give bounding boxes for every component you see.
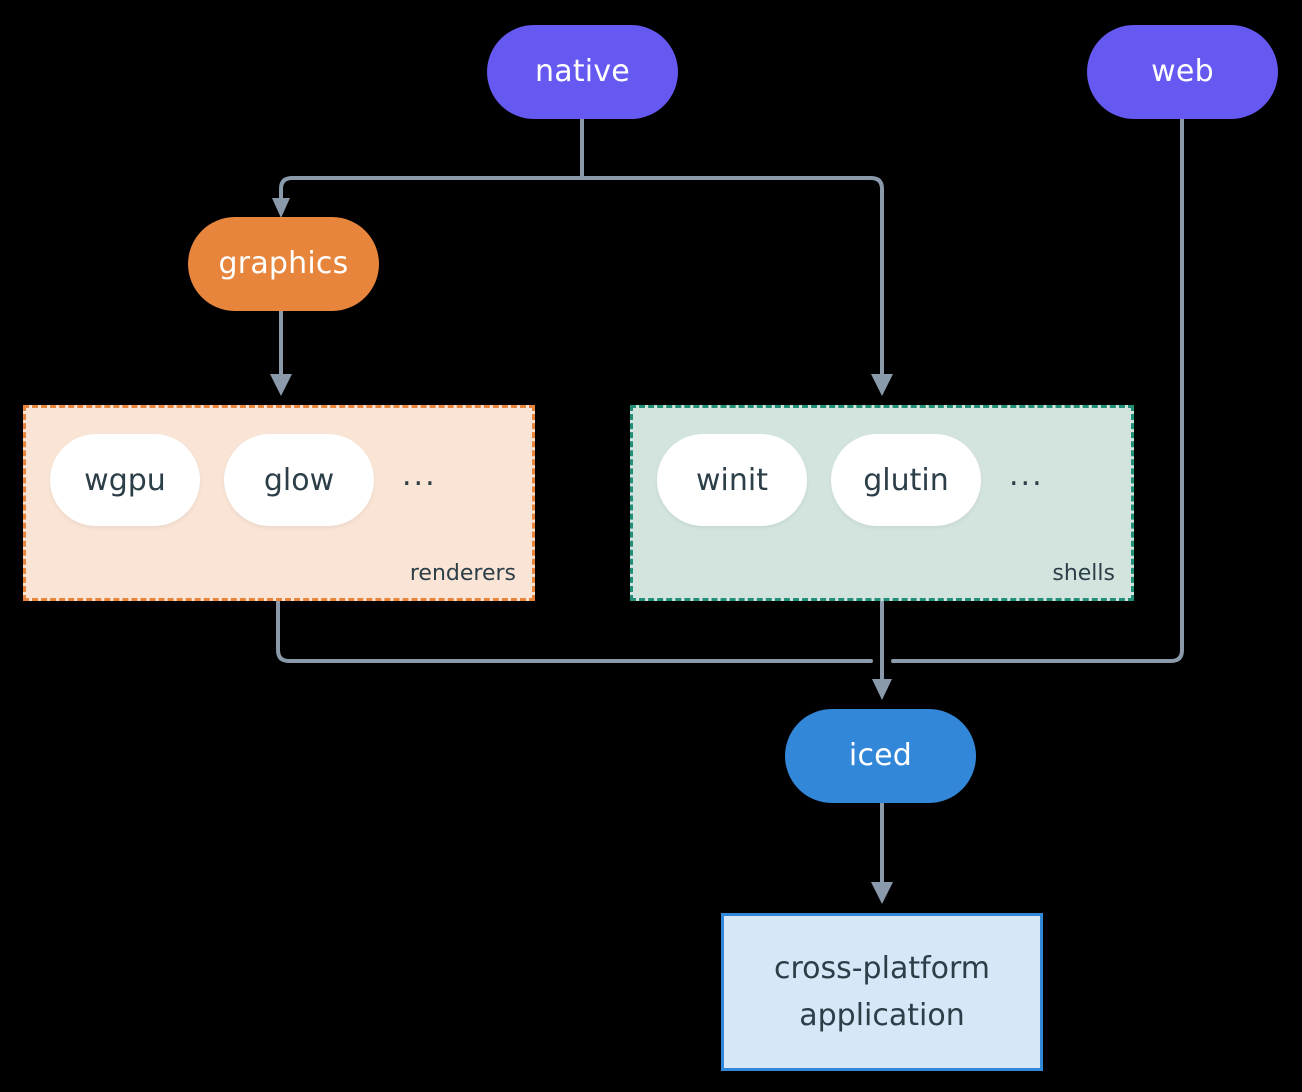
node-web[interactable]: web [1087, 25, 1278, 119]
group-shells-label: shells [1052, 561, 1115, 586]
edge-native-to-shells [580, 176, 884, 381]
arrowhead-iced [872, 679, 892, 700]
shells-ellipsis: ... [1009, 457, 1044, 493]
chip-wgpu-label: wgpu [84, 462, 166, 498]
node-graphics[interactable]: graphics [188, 217, 379, 311]
renderers-ellipsis: ... [402, 457, 437, 493]
node-graphics-label: graphics [218, 246, 349, 282]
chip-glutin[interactable]: glutin [831, 434, 981, 526]
node-native[interactable]: native [487, 25, 678, 119]
node-iced[interactable]: iced [785, 709, 976, 803]
arrowhead-application [871, 882, 893, 904]
node-iced-label: iced [848, 738, 913, 774]
node-application-line2: application [799, 998, 965, 1033]
chip-glutin-label: glutin [863, 462, 949, 498]
node-application-line1: cross-platform [773, 950, 991, 986]
edge-renderers-to-bus [276, 599, 873, 663]
chip-wgpu[interactable]: wgpu [50, 434, 200, 526]
group-shells: winit glutin ... shells [630, 405, 1134, 601]
arrowhead-graphics [272, 198, 290, 218]
arrowhead-shells [871, 374, 893, 396]
renderers-chip-list: wgpu glow ... [50, 434, 437, 526]
chip-glow-label: glow [263, 462, 335, 498]
arrowhead-renderers [270, 374, 292, 396]
chip-winit[interactable]: winit [657, 434, 807, 526]
node-native-label: native [535, 54, 630, 90]
node-application[interactable]: cross-platform application [721, 913, 1043, 1071]
group-renderers-label: renderers [409, 561, 516, 586]
node-web-label: web [1151, 54, 1214, 90]
chip-glow[interactable]: glow [224, 434, 374, 526]
shells-chip-list: winit glutin ... [657, 434, 1044, 526]
group-renderers: wgpu glow ... renderers [23, 405, 535, 601]
chip-winit-label: winit [696, 462, 768, 498]
edge-native-to-graphics [279, 176, 584, 206]
